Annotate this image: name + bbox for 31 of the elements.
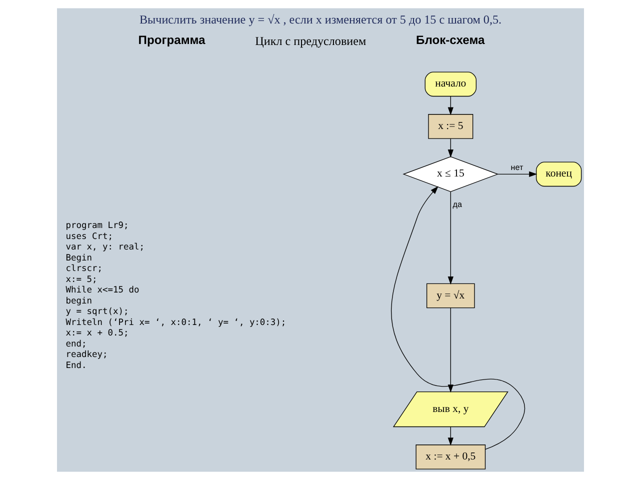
node-box: x := 5 [428,114,473,139]
node-box: y = √x [426,283,474,308]
label: Программа [138,33,205,48]
arrow [447,426,453,446]
label: x:= 5; [65,274,97,285]
node-box: x := x + 0,5 [415,444,486,470]
label: readkey; [65,350,108,360]
label: end; [65,339,86,350]
label: program Lr9; [65,221,128,232]
label: x:= x + 0.5; [65,328,128,339]
label: Блок-схема [416,33,484,48]
label: Begin [65,253,92,264]
label: clrscr; [65,264,102,274]
node-box: начало [424,72,476,97]
label: End. [65,360,86,371]
arrow [447,96,453,116]
arrow [447,308,453,393]
arrow [447,138,453,158]
label: Цикл с предусловием [254,34,366,48]
label: Writeln (‘Pri x= ‘, x:0:1, ‘ y= ‘, y:0:3); [65,318,286,328]
arrow [390,186,525,450]
label: var x, y: real; [65,242,144,253]
diagram-title: Вычислить значение y = √x , если x изменяется от 5 до 15 с шагом 0,5. [138,12,502,26]
node-box: конец [535,162,582,187]
arrow [496,171,537,177]
label: y = sqrt(x); [65,307,128,318]
node-diamond: x ≤ 15 [402,156,498,192]
label: uses Crt; [65,232,112,242]
label: begin [65,296,92,306]
arrow [447,191,453,285]
label: While x<=15 do [65,286,139,296]
